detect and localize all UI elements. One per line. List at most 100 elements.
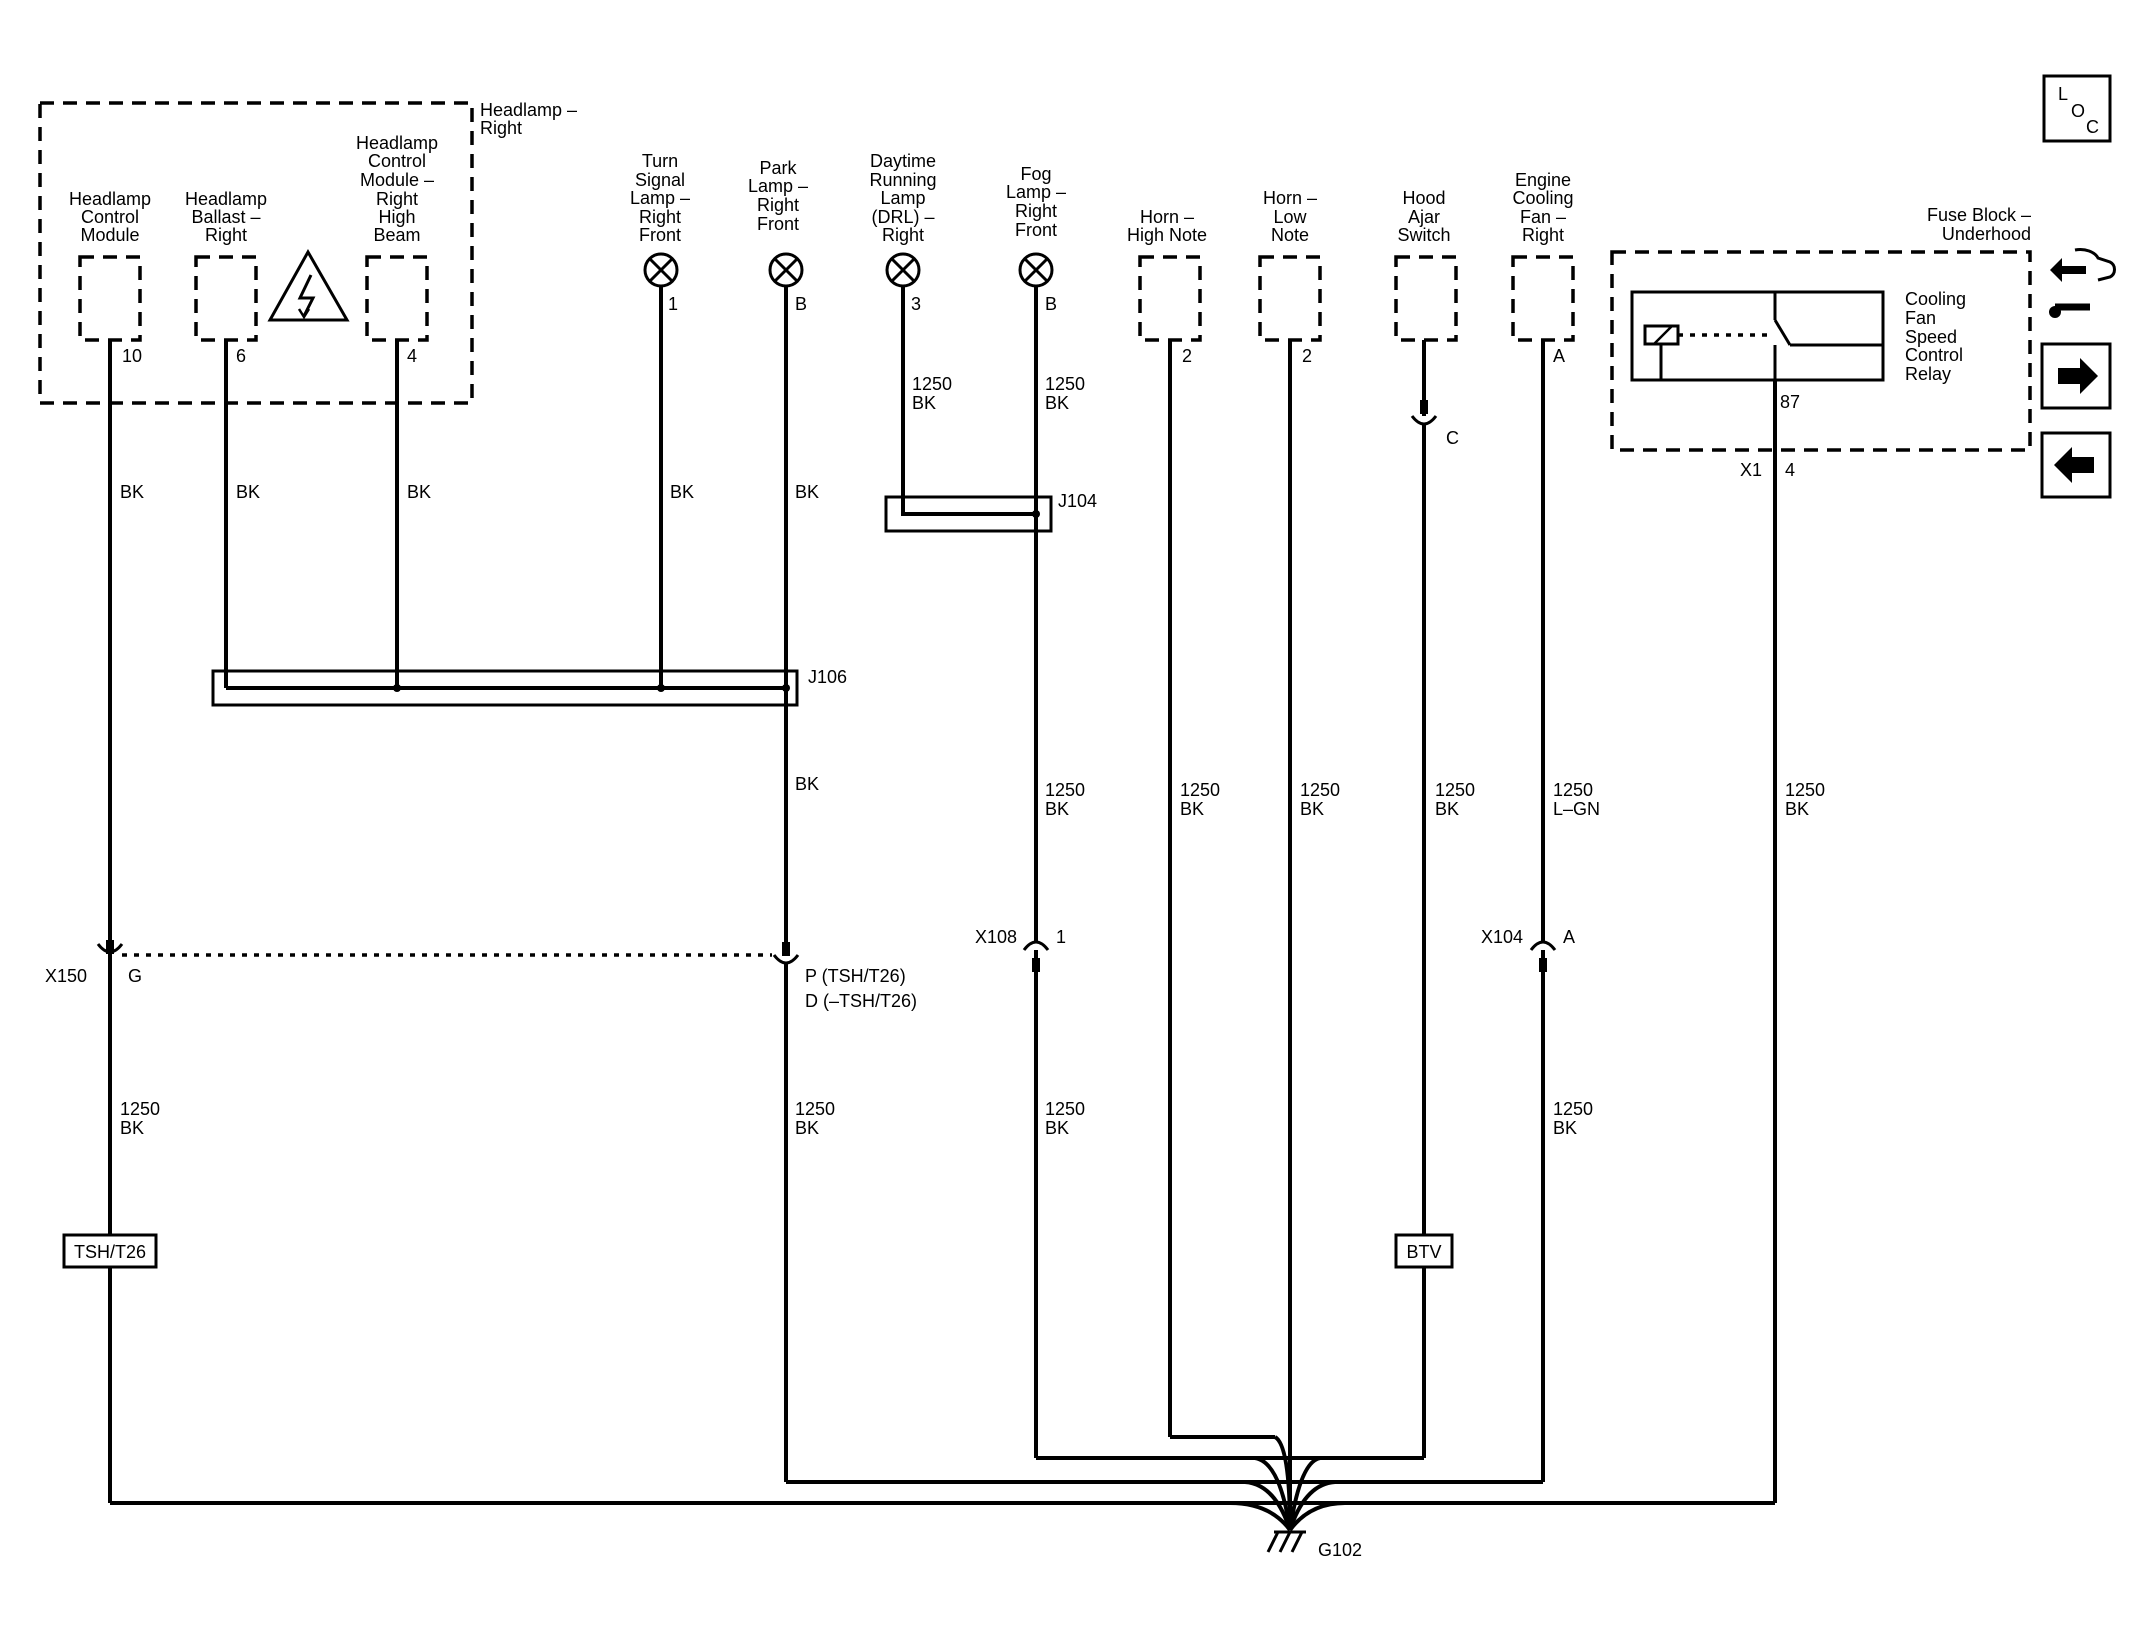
svg-text:1250: 1250 <box>795 1099 835 1119</box>
horn-high-note: Horn – High Note 2 <box>1127 207 1207 366</box>
headlamp-module-title-2: Right <box>480 118 522 138</box>
pin-label: 10 <box>122 346 142 366</box>
svg-text:Headlamp: Headlamp <box>69 189 151 209</box>
svg-text:Turn: Turn <box>642 151 678 171</box>
svg-text:J104: J104 <box>1058 491 1097 511</box>
pin-label: B <box>1045 294 1057 314</box>
svg-text:High: High <box>378 207 415 227</box>
next-page-arrow-icon[interactable] <box>2040 342 2112 410</box>
headlamp-ballast-right: Headlamp Ballast – Right 6 <box>185 189 267 366</box>
svg-text:Right: Right <box>639 207 681 227</box>
option-btv: BTV <box>1394 1233 1454 1269</box>
pin-label: A <box>1553 346 1565 366</box>
pin-label: C <box>1446 428 1459 448</box>
park-lamp-right-front: Park Lamp – Right Front B <box>748 158 808 314</box>
engine-cooling-fan-right: Engine Cooling Fan – Right A <box>1511 170 1575 366</box>
svg-text:Engine: Engine <box>1515 170 1571 190</box>
svg-text:Horn –: Horn – <box>1140 207 1194 227</box>
svg-text:Underhood: Underhood <box>1942 224 2031 244</box>
svg-text:BTV: BTV <box>1406 1242 1441 1262</box>
svg-text:Note: Note <box>1271 225 1309 245</box>
previous-page-arrow-icon[interactable] <box>2040 431 2112 499</box>
svg-text:D (–TSH/T26): D (–TSH/T26) <box>805 991 917 1011</box>
svg-text:Right: Right <box>376 189 418 209</box>
svg-text:BK: BK <box>1180 799 1204 819</box>
svg-text:BK: BK <box>1045 393 1069 413</box>
svg-text:Module: Module <box>80 225 139 245</box>
svg-text:BK: BK <box>1300 799 1324 819</box>
svg-text:BK: BK <box>407 482 431 502</box>
headlamp-module-title-1: Headlamp – <box>480 100 577 120</box>
j104-splice: J104 <box>884 491 1097 533</box>
svg-text:Cooling: Cooling <box>1905 289 1966 309</box>
fog-lamp-right-front: Fog Lamp – Right Front B <box>1006 164 1066 314</box>
svg-text:Right: Right <box>882 225 924 245</box>
svg-text:C: C <box>2086 117 2099 137</box>
hood-ajar-switch: Hood Ajar Switch C <box>1394 188 1459 448</box>
schematic-link-icon[interactable] <box>2049 248 2116 318</box>
svg-text:Daytime: Daytime <box>870 151 936 171</box>
svg-text:BK: BK <box>1785 799 1809 819</box>
lamp-bulb-icon <box>768 252 804 288</box>
pin-label: 4 <box>407 346 417 366</box>
headlamp-control-module-right-high-beam: Headlamp Control Module – Right High Bea… <box>356 133 438 366</box>
svg-text:Beam: Beam <box>373 225 420 245</box>
svg-text:BK: BK <box>120 1118 144 1138</box>
connector-x104: X104 A <box>1481 927 1575 972</box>
svg-text:1250: 1250 <box>1180 780 1220 800</box>
svg-text:Front: Front <box>639 225 681 245</box>
connector-park-lamp: P (TSH/T26) D (–TSH/T26) <box>772 942 917 1011</box>
svg-text:Switch: Switch <box>1397 225 1450 245</box>
svg-text:A: A <box>1563 927 1575 947</box>
pin-label: 1 <box>668 294 678 314</box>
svg-text:1250: 1250 <box>1045 780 1085 800</box>
svg-text:J106: J106 <box>808 667 847 687</box>
ground-g102: G102 <box>1266 1530 1362 1560</box>
svg-text:Right: Right <box>205 225 247 245</box>
svg-text:Low: Low <box>1273 207 1307 227</box>
svg-text:Control: Control <box>81 207 139 227</box>
cooling-fan-speed-control-relay: Cooling Fan Speed Control Relay <box>1630 289 1966 384</box>
svg-text:BK: BK <box>236 482 260 502</box>
svg-text:O: O <box>2071 101 2085 121</box>
svg-text:BK: BK <box>1045 799 1069 819</box>
svg-text:Control: Control <box>368 151 426 171</box>
svg-text:(DRL) –: (DRL) – <box>871 207 934 227</box>
svg-text:Lamp: Lamp <box>880 188 925 208</box>
daytime-running-lamp-right: Daytime Running Lamp (DRL) – Right 3 <box>869 151 936 314</box>
pin-label: B <box>795 294 807 314</box>
svg-text:1250: 1250 <box>120 1099 160 1119</box>
wires <box>108 286 1777 1532</box>
svg-text:BK: BK <box>120 482 144 502</box>
svg-text:X108: X108 <box>975 927 1017 947</box>
svg-text:1250: 1250 <box>1045 1099 1085 1119</box>
svg-text:G: G <box>128 966 142 986</box>
svg-text:BK: BK <box>1435 799 1459 819</box>
svg-text:Horn –: Horn – <box>1263 188 1317 208</box>
headlamp-control-module: Headlamp Control Module 10 <box>69 189 151 366</box>
pin-label: 6 <box>236 346 246 366</box>
svg-text:Relay: Relay <box>1905 364 1951 384</box>
svg-text:1: 1 <box>1056 927 1066 947</box>
svg-text:L: L <box>2058 84 2068 104</box>
svg-text:Hood: Hood <box>1402 188 1445 208</box>
svg-text:L–GN: L–GN <box>1553 799 1600 819</box>
svg-text:Right: Right <box>757 195 799 215</box>
svg-text:BK: BK <box>795 1118 819 1138</box>
svg-text:1250: 1250 <box>1045 374 1085 394</box>
loc-icon[interactable]: L O C <box>2042 74 2112 143</box>
svg-text:Headlamp: Headlamp <box>356 133 438 153</box>
svg-text:TSH/T26: TSH/T26 <box>74 1242 146 1262</box>
lamp-bulb-icon <box>643 252 679 288</box>
svg-text:BK: BK <box>1045 1118 1069 1138</box>
svg-text:Ballast –: Ballast – <box>191 207 260 227</box>
svg-text:Fuse Block –: Fuse Block – <box>1927 205 2031 225</box>
lamp-bulb-icon <box>885 252 921 288</box>
svg-text:BK: BK <box>795 774 819 794</box>
svg-text:Lamp –: Lamp – <box>630 188 690 208</box>
svg-text:Right: Right <box>1522 225 1564 245</box>
svg-text:BK: BK <box>670 482 694 502</box>
svg-text:Running: Running <box>869 170 936 190</box>
connector-x1-label: X1 <box>1740 460 1762 480</box>
